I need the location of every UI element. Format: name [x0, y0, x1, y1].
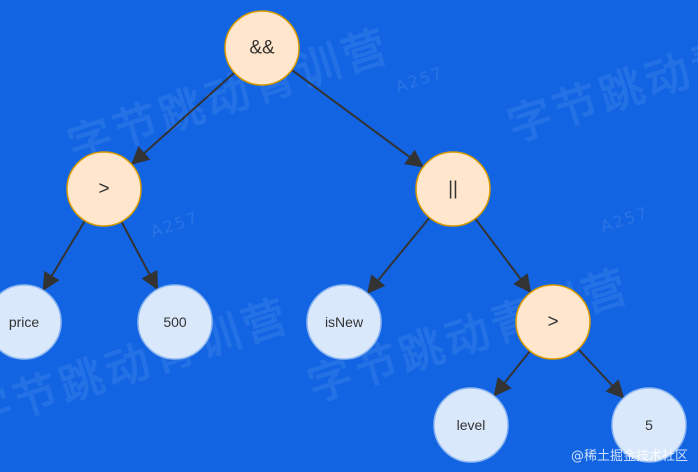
node-label-price: price — [9, 314, 40, 330]
node-circle-level — [433, 387, 509, 463]
node-label-and: && — [249, 38, 275, 59]
node-circle-or — [415, 151, 491, 227]
node-level: level — [433, 387, 509, 463]
edges — [42, 69, 625, 399]
node-n5: 5 — [611, 387, 687, 463]
edge-and-to-gt1 — [131, 71, 236, 165]
edge-gt2-to-level — [493, 350, 531, 397]
node-circle-isnew — [306, 284, 382, 360]
footer-credit: @稀土掘金技术社区 — [570, 449, 688, 464]
node-price: price — [0, 284, 62, 360]
node-or: || — [415, 151, 491, 227]
node-label-or: || — [448, 179, 458, 200]
node-gt1: > — [66, 151, 142, 227]
node-label-gt2: > — [547, 312, 558, 333]
edge-gt1-to-n500 — [120, 221, 158, 291]
node-label-gt1: > — [98, 179, 109, 200]
node-circle-n500 — [137, 284, 213, 360]
node-gt2: > — [515, 284, 591, 360]
edge-gt2-to-n5 — [577, 348, 625, 399]
node-label-n500: 500 — [163, 314, 187, 330]
node-label-n5: 5 — [645, 417, 653, 433]
node-circle-and — [224, 10, 300, 86]
node-circle-n5 — [611, 387, 687, 463]
edge-and-to-or — [291, 69, 424, 168]
node-isnew: isNew — [306, 284, 382, 360]
node-circle-price — [0, 284, 62, 360]
node-and: && — [224, 10, 300, 86]
node-label-isnew: isNew — [325, 314, 364, 330]
node-circle-gt2 — [515, 284, 591, 360]
edge-or-to-gt2 — [474, 217, 532, 294]
node-circle-gt1 — [66, 151, 142, 227]
nodes: && > || price 500 isNew > level 5 — [0, 10, 687, 463]
edge-gt1-to-price — [42, 220, 86, 291]
edge-or-to-isnew — [366, 216, 431, 295]
node-n500: 500 — [137, 284, 213, 360]
node-label-level: level — [457, 417, 486, 433]
